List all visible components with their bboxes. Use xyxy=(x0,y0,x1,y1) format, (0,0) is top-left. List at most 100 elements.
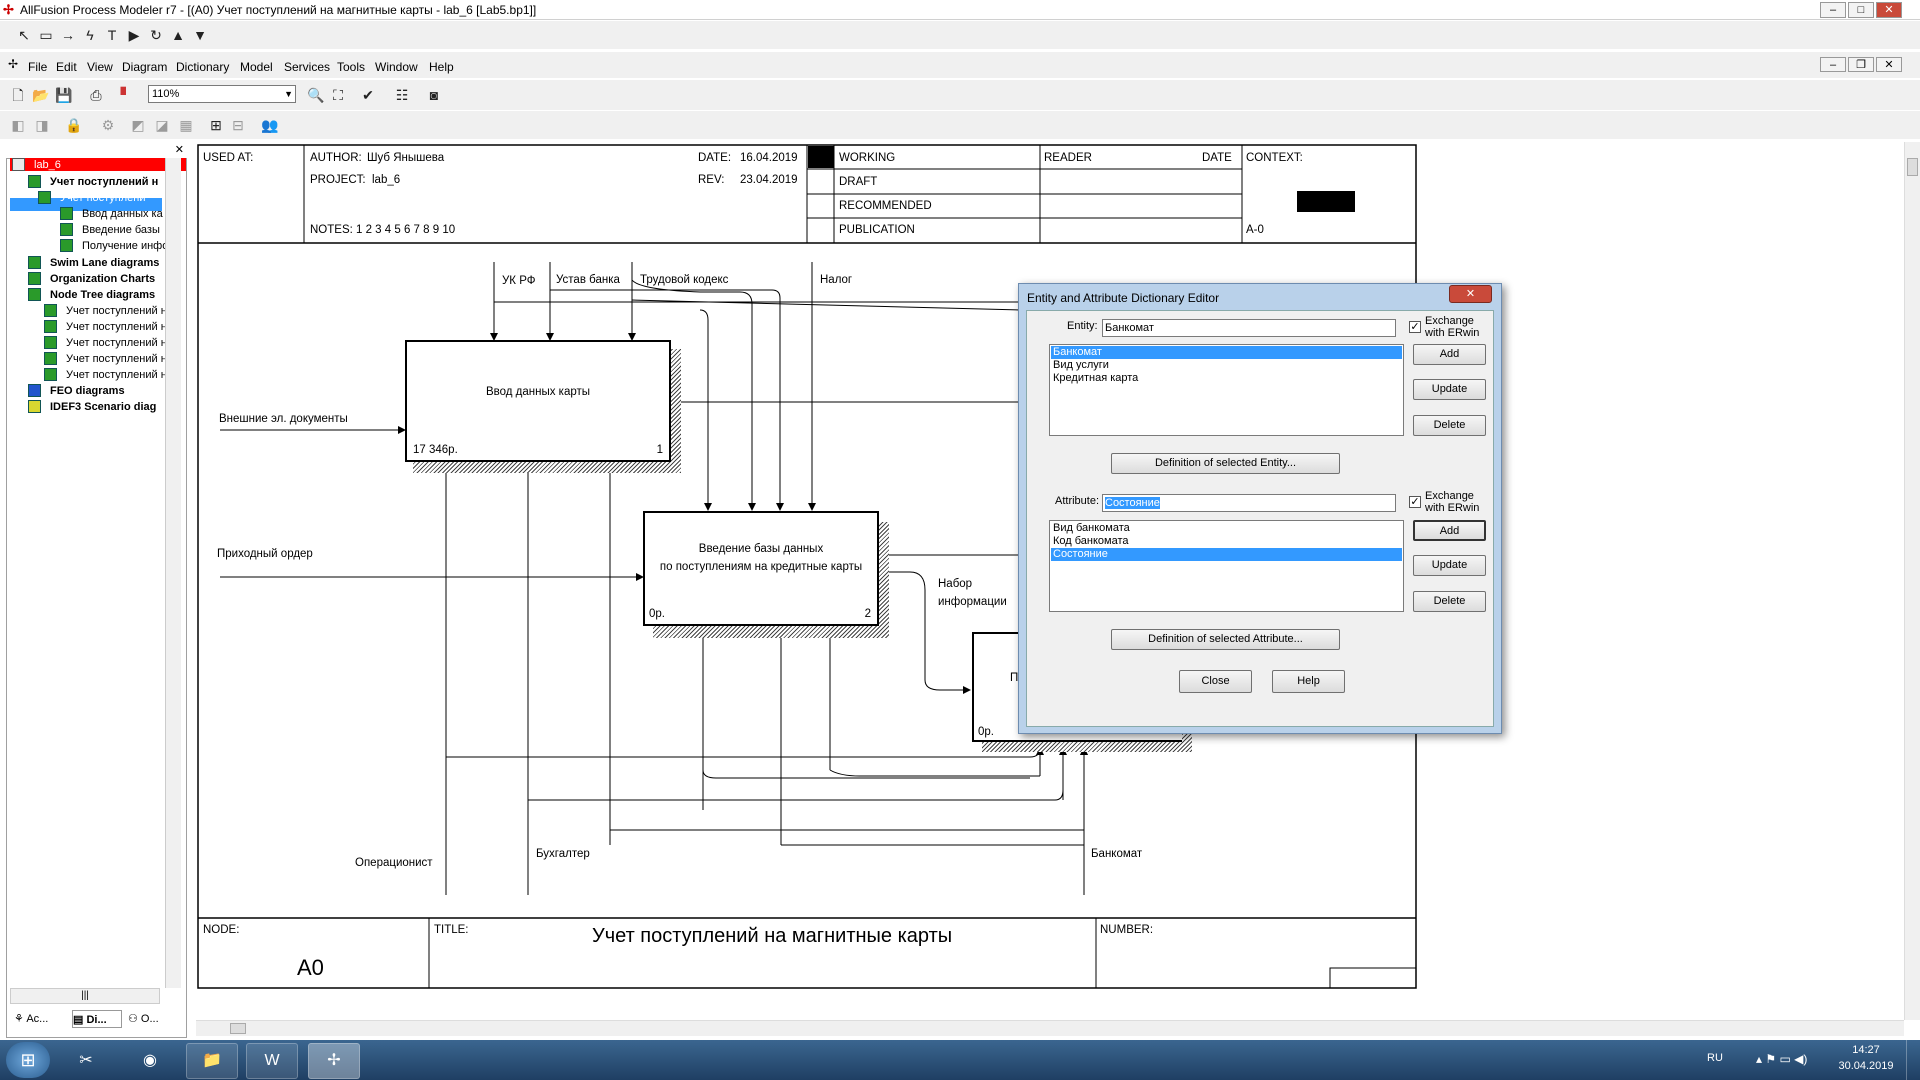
save-icon[interactable]: 💾 xyxy=(55,87,73,103)
attribute-add-button[interactable]: Add xyxy=(1413,520,1486,541)
attribute-list-item[interactable]: Вид банкомата xyxy=(1053,522,1130,534)
process-modeler-icon[interactable]: ✢ xyxy=(308,1043,360,1079)
zoom-fit-icon[interactable]: ⛶ xyxy=(333,87,343,103)
tab-activities[interactable]: ⚘ Ac... xyxy=(14,1013,49,1025)
menu-dictionary[interactable]: Dictionary xyxy=(176,60,230,74)
activity-name: Ввод данных карты xyxy=(485,386,591,398)
close-button[interactable]: Close xyxy=(1179,670,1252,693)
merge-icon[interactable]: ⚙ xyxy=(101,117,115,133)
model-explorer-icon[interactable]: ▘ xyxy=(120,87,132,103)
attribute-list[interactable]: Вид банкомата Код банкомата Состояние xyxy=(1049,520,1404,612)
entity-input[interactable]: Банкомат xyxy=(1102,319,1396,337)
rotate-icon[interactable]: ↻ xyxy=(150,27,162,43)
compare-icon[interactable]: ◩ xyxy=(131,117,145,133)
attribute-value: Состояние xyxy=(1105,497,1160,509)
entity-add-button[interactable]: Add xyxy=(1413,344,1486,365)
zoom-in-icon[interactable]: 🔍 xyxy=(307,87,325,103)
activity-box-tool-icon[interactable]: ▭ xyxy=(39,27,53,43)
objects-tab-icon: ⚇ xyxy=(128,1013,141,1025)
scroll-thumb[interactable] xyxy=(1907,158,1918,176)
explorer-icon[interactable]: 📁 xyxy=(186,1043,238,1079)
spell-check-icon[interactable]: ✔ xyxy=(362,87,374,103)
entity-list-item[interactable]: Банкомат xyxy=(1051,346,1402,359)
language-indicator[interactable]: RU xyxy=(1707,1052,1723,1064)
word-icon[interactable]: W xyxy=(246,1043,298,1079)
entity-list-item[interactable]: Вид услуги xyxy=(1053,359,1109,371)
window-title: AllFusion Process Modeler r7 - [(A0) Уче… xyxy=(20,3,537,17)
menu-services[interactable]: Services xyxy=(284,60,331,74)
attribute-input[interactable]: Состояние xyxy=(1102,494,1396,512)
help-button[interactable]: Help xyxy=(1272,670,1345,693)
entity-list-item[interactable]: Кредитная карта xyxy=(1053,372,1139,384)
chrome-icon[interactable]: ◉ xyxy=(143,1052,157,1069)
attribute-definition-button[interactable]: Definition of selected Attribute... xyxy=(1111,629,1340,650)
start-button[interactable]: ⊞ xyxy=(6,1042,50,1078)
menu-diagram[interactable]: Diagram xyxy=(122,60,168,74)
menu-view[interactable]: View xyxy=(87,60,113,74)
attribute-update-button[interactable]: Update xyxy=(1413,555,1486,576)
attribute-label: Attribute: xyxy=(1055,495,1100,507)
attribute-list-item[interactable]: Состояние xyxy=(1051,548,1402,561)
menu-file[interactable]: File xyxy=(28,60,48,74)
entity-list[interactable]: Банкомат Вид услуги Кредитная карта xyxy=(1049,344,1404,436)
snipping-tool-icon[interactable]: ✂ xyxy=(79,1052,93,1069)
tree-vertical-scrollbar[interactable] xyxy=(165,158,181,988)
go-up-icon[interactable]: ▲ xyxy=(171,27,185,43)
menu-tools[interactable]: Tools xyxy=(337,60,366,74)
attribute-list-item[interactable]: Код банкомата xyxy=(1053,535,1129,547)
entity-definition-button[interactable]: Definition of selected Entity... xyxy=(1111,453,1340,474)
dialog-close-icon[interactable]: ✕ xyxy=(1449,285,1492,303)
canvas-vertical-scrollbar[interactable] xyxy=(1904,142,1920,1020)
attribute-exchange-checkbox[interactable]: ✓ xyxy=(1409,496,1421,508)
squiggle-tool-icon[interactable]: ϟ xyxy=(86,27,94,43)
tab-objects[interactable]: ⚇ O... xyxy=(128,1013,159,1025)
entity-update-button[interactable]: Update xyxy=(1413,379,1486,400)
close-button[interactable]: ✕ xyxy=(1876,2,1902,18)
show-desktop-button[interactable] xyxy=(1906,1040,1920,1080)
scroll-thumb[interactable] xyxy=(230,1023,246,1034)
clock-date[interactable]: 30.04.2019 xyxy=(1838,1060,1894,1072)
menu-help[interactable]: Help xyxy=(429,60,454,74)
tray-icons[interactable]: ▴ ⚑ ▭ ◀) xyxy=(1756,1052,1808,1066)
text-tool-icon[interactable]: T xyxy=(107,27,117,43)
entity-exchange-checkbox[interactable]: ✓ xyxy=(1409,321,1421,333)
clock-time[interactable]: 14:27 xyxy=(1852,1044,1880,1056)
maximize-button[interactable]: □ xyxy=(1848,2,1874,18)
export-icon[interactable]: ◨ xyxy=(35,117,49,133)
diagram-icon xyxy=(44,304,57,317)
print-icon[interactable]: ⎙ xyxy=(90,87,102,103)
canvas-horizontal-scrollbar[interactable] xyxy=(196,1020,1904,1036)
grid-icon[interactable]: ▦ xyxy=(179,117,193,133)
org-chart-icon[interactable]: ⊞ xyxy=(210,117,222,133)
menu-edit[interactable]: Edit xyxy=(56,60,77,74)
play-icon[interactable]: ▶ xyxy=(128,27,140,43)
menu-window[interactable]: Window xyxy=(375,60,418,74)
minimize-button[interactable]: – xyxy=(1820,2,1846,18)
new-icon[interactable]: 🗋 xyxy=(12,87,24,103)
zoom-select[interactable]: 110% ▼ xyxy=(148,85,296,103)
doc-restore-button[interactable]: ❐ xyxy=(1848,57,1874,72)
navigator-icon[interactable]: ◙ xyxy=(429,87,439,103)
open-icon[interactable]: 📂 xyxy=(32,87,50,103)
swim-lane-icon[interactable]: ⊟ xyxy=(232,117,244,133)
menu-model[interactable]: Model xyxy=(240,60,273,74)
model-tree-icon[interactable]: ☷ xyxy=(395,87,409,103)
entity-delete-button[interactable]: Delete xyxy=(1413,415,1486,436)
split-icon[interactable]: ◪ xyxy=(155,117,169,133)
activity-cost: 0р. xyxy=(978,726,994,738)
doc-minimize-button[interactable]: – xyxy=(1820,57,1846,72)
go-down-icon[interactable]: ▼ xyxy=(193,27,207,43)
attribute-delete-button[interactable]: Delete xyxy=(1413,591,1486,612)
doc-close-button[interactable]: ✕ xyxy=(1876,57,1902,72)
lock-icon[interactable]: 🔒 xyxy=(65,117,83,133)
pointer-tool-icon[interactable]: ↖ xyxy=(18,27,30,43)
close-icon[interactable]: ✕ xyxy=(174,144,184,156)
user-icon[interactable]: 👥 xyxy=(261,117,279,133)
arrow-tool-icon[interactable]: → xyxy=(61,27,75,43)
activity-box-2[interactable]: Введение базы данных по поступлениям на … xyxy=(643,511,879,626)
activity-box-1[interactable]: Ввод данных карты 17 346р. 1 xyxy=(405,340,671,462)
report-icon[interactable]: ◧ xyxy=(11,117,25,133)
activity-name: П xyxy=(1010,672,1019,684)
tree-horizontal-scrollbar[interactable]: ||| xyxy=(10,988,160,1004)
tab-diagrams[interactable]: ▤ Di... xyxy=(72,1010,122,1028)
